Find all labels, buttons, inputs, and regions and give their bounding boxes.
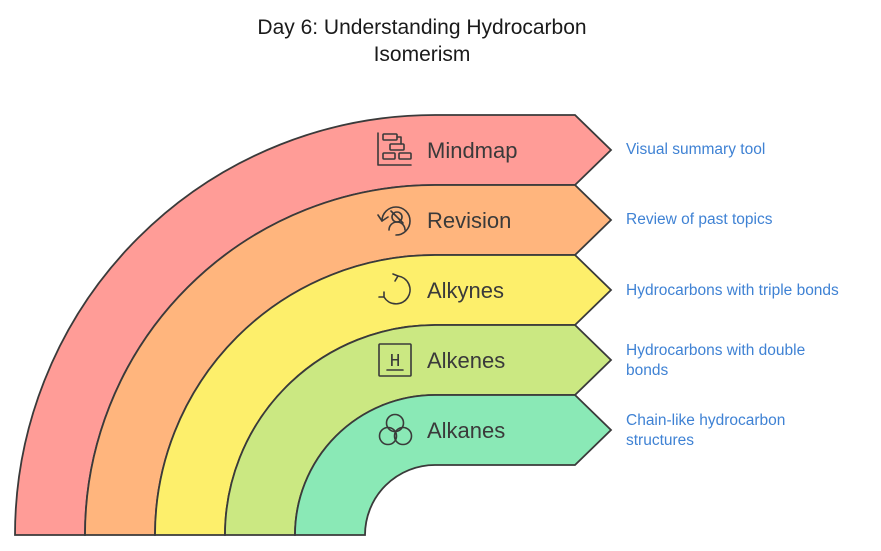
revision-icon — [377, 206, 411, 236]
band-label-alkanes: Alkanes — [427, 418, 505, 443]
band-label-mindmap: Mindmap — [427, 138, 517, 163]
description-alkanes: Chain-like hydrocarbon structures — [626, 412, 786, 449]
three-circles-icon — [378, 413, 413, 446]
hydrogen-element-icon: H — [378, 343, 412, 377]
title-line-1: Day 6: Understanding Hydrocarbon — [257, 16, 587, 39]
diagram-title: Day 6: Understanding Hydrocarbon Isomeri… — [190, 14, 654, 68]
mindmap-icon — [377, 132, 412, 166]
band-alkanes-shape — [294, 394, 613, 536]
band-label-alkenes: Alkenes — [427, 348, 505, 373]
title-line-2: Isomerism — [373, 43, 471, 66]
circular-arrow-icon — [378, 273, 411, 305]
hydrogen-symbol: H — [390, 352, 401, 372]
description-mindmap: Visual summary tool — [626, 141, 766, 158]
band-label-alkynes: Alkynes — [427, 278, 504, 303]
description-alkenes: Hydrocarbons with double bonds — [626, 342, 806, 379]
band-alkanes — [294, 394, 613, 536]
band-label-revision: Revision — [427, 208, 511, 233]
description-alkynes: Hydrocarbons with triple bonds — [626, 282, 839, 299]
description-revision: Review of past topics — [626, 211, 773, 228]
